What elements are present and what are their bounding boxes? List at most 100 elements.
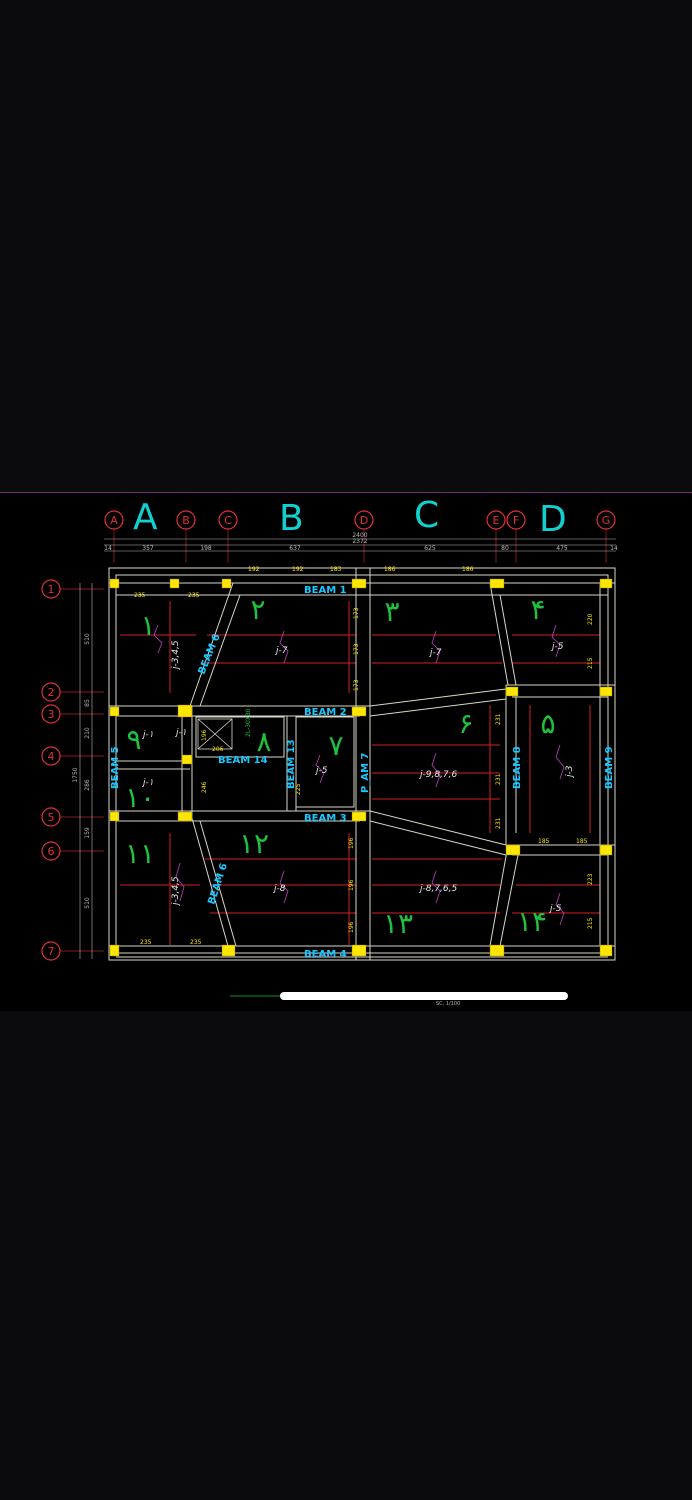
- sdim-246: 246: [201, 781, 208, 793]
- axis-row-6: 6: [48, 845, 55, 858]
- sdim-173a: 173: [353, 607, 360, 619]
- sdim-215a: 215: [587, 657, 594, 669]
- dim-left-total: 1750: [72, 767, 79, 782]
- panel-3: ۳: [384, 595, 399, 628]
- axis-row-5: 5: [48, 811, 55, 824]
- sdim-206: 206: [212, 746, 224, 753]
- sdim-192b: 192: [292, 566, 304, 573]
- beam-9-label: BEAM 9: [604, 746, 615, 789]
- dim-left-510a: 510: [84, 633, 91, 645]
- beam-1-label: BEAM 1: [304, 585, 347, 596]
- joist-label-12: j-۱: [141, 730, 154, 740]
- sdim-185b: 185: [576, 838, 588, 845]
- axis-col-f: F: [513, 514, 519, 527]
- beam-8-label: BEAM 8: [512, 746, 523, 789]
- joist-label-5: j-9,8,7,6: [418, 770, 458, 780]
- panel-10: ۱۰: [125, 781, 155, 814]
- sdim-196c: 196: [348, 921, 355, 933]
- panel-5: ۵: [540, 707, 555, 740]
- sdim-235d: 235: [190, 939, 202, 946]
- sdim-183: 183: [330, 566, 342, 573]
- dim-625: 625: [424, 545, 436, 552]
- panel-7: ۷: [328, 729, 343, 762]
- panel-2: ۲: [250, 593, 265, 626]
- beam-2-label: BEAM 2: [304, 707, 347, 718]
- axis-row-1: 1: [48, 583, 55, 596]
- zone-a: A: [133, 497, 158, 538]
- dim-80: 80: [501, 545, 509, 552]
- dim-14b: 14: [610, 545, 618, 552]
- sdim-186b: 186: [462, 566, 474, 573]
- axis-col-d: D: [360, 514, 368, 527]
- sdim-173b: 173: [353, 643, 360, 655]
- joist-label-9: j-8,7,6,5: [418, 884, 458, 894]
- sdim-220a: 220: [587, 613, 594, 625]
- dim-left-286: 286: [84, 779, 91, 791]
- axis-col-c: C: [224, 514, 232, 527]
- joist-label-8: j-8: [272, 884, 286, 894]
- dim-14a: 14: [104, 545, 112, 552]
- zone-c: C: [414, 495, 439, 536]
- sdim-173c: 173: [353, 679, 360, 691]
- panel-6: ۶: [458, 707, 473, 740]
- panel-4: ۴: [530, 593, 545, 626]
- axis-row-7: 7: [48, 945, 55, 958]
- sdim-235a: 235: [134, 592, 146, 599]
- sdim-196d: 196: [201, 729, 208, 741]
- dim-198: 198: [200, 545, 212, 552]
- sdim-225: 225: [295, 783, 302, 795]
- home-indicator[interactable]: [280, 992, 568, 1000]
- joist-label-3: j-7: [428, 648, 442, 658]
- beam-7-label: P_AM 7: [360, 752, 371, 793]
- cad-viewer[interactable]: A B C D A B C D E F G 2400 2372 14 357 1…: [0, 492, 692, 1011]
- sdim-231b: 231: [495, 773, 502, 785]
- sdim-215b: 215: [587, 917, 594, 929]
- panel-1: ۱: [140, 609, 155, 642]
- joist-label-13: j-۱: [141, 778, 154, 788]
- zone-b: B: [279, 498, 304, 539]
- joist-label-14: j-۱: [174, 728, 187, 738]
- sdim-231a: 231: [495, 713, 502, 725]
- dim-total-2: 2372: [352, 538, 367, 545]
- panel-9: ۹: [126, 723, 141, 756]
- sdim-192a: 192: [248, 566, 260, 573]
- dim-left-210: 210: [84, 727, 91, 739]
- beam-14-label: BEAM 14: [218, 755, 268, 766]
- axis-col-g: G: [602, 514, 611, 527]
- panel-13: ۱۳: [383, 907, 413, 940]
- sdim-186a: 186: [384, 566, 396, 573]
- panel-12: ۱۲: [239, 827, 269, 860]
- zone-d: D: [539, 499, 567, 540]
- dim-637: 637: [289, 545, 301, 552]
- panel-14: ۱۴: [517, 905, 547, 938]
- sdim-196b: 196: [348, 879, 355, 891]
- joist-label-1: j-3,4,5: [171, 640, 181, 671]
- sdim-196a: 196: [348, 837, 355, 849]
- joist-label-2: j-7: [274, 646, 288, 656]
- structural-plan: A B C D A B C D E F G 2400 2372 14 357 1…: [41, 495, 618, 1007]
- beam-4-label: BEAM 4: [304, 949, 347, 960]
- dim-475: 475: [556, 545, 568, 552]
- sdim-231c: 231: [495, 817, 502, 829]
- dim-left-85: 85: [84, 699, 91, 707]
- dim-left-510b: 510: [84, 897, 91, 909]
- sdim-235c: 235: [140, 939, 152, 946]
- beam-5-label: BEAM 5: [110, 746, 121, 789]
- joist-label-6: j-3: [565, 765, 575, 779]
- scale-label: SC. 1/100: [436, 1001, 460, 1007]
- sdim-223: 223: [587, 873, 594, 885]
- beam-3-label: BEAM 3: [304, 813, 347, 824]
- dim-left-159: 159: [84, 827, 91, 839]
- joist-label-4: j-5: [550, 642, 564, 652]
- dim-total-1: 2400: [352, 532, 367, 539]
- joist-label-11: j-5: [314, 766, 328, 776]
- joist-label-10: j-5: [548, 904, 562, 914]
- axis-row-4: 4: [48, 750, 55, 763]
- axis-col-b: B: [182, 514, 190, 527]
- panel-11: ۱۱: [125, 837, 155, 870]
- shaft-label: 2L-30X30: [245, 708, 252, 737]
- axis-col-a: A: [110, 514, 118, 527]
- sdim-235b: 235: [188, 592, 200, 599]
- joist-label-7: j-3,4,5: [171, 876, 181, 907]
- beam-6b-label: BEAM 6: [206, 862, 230, 906]
